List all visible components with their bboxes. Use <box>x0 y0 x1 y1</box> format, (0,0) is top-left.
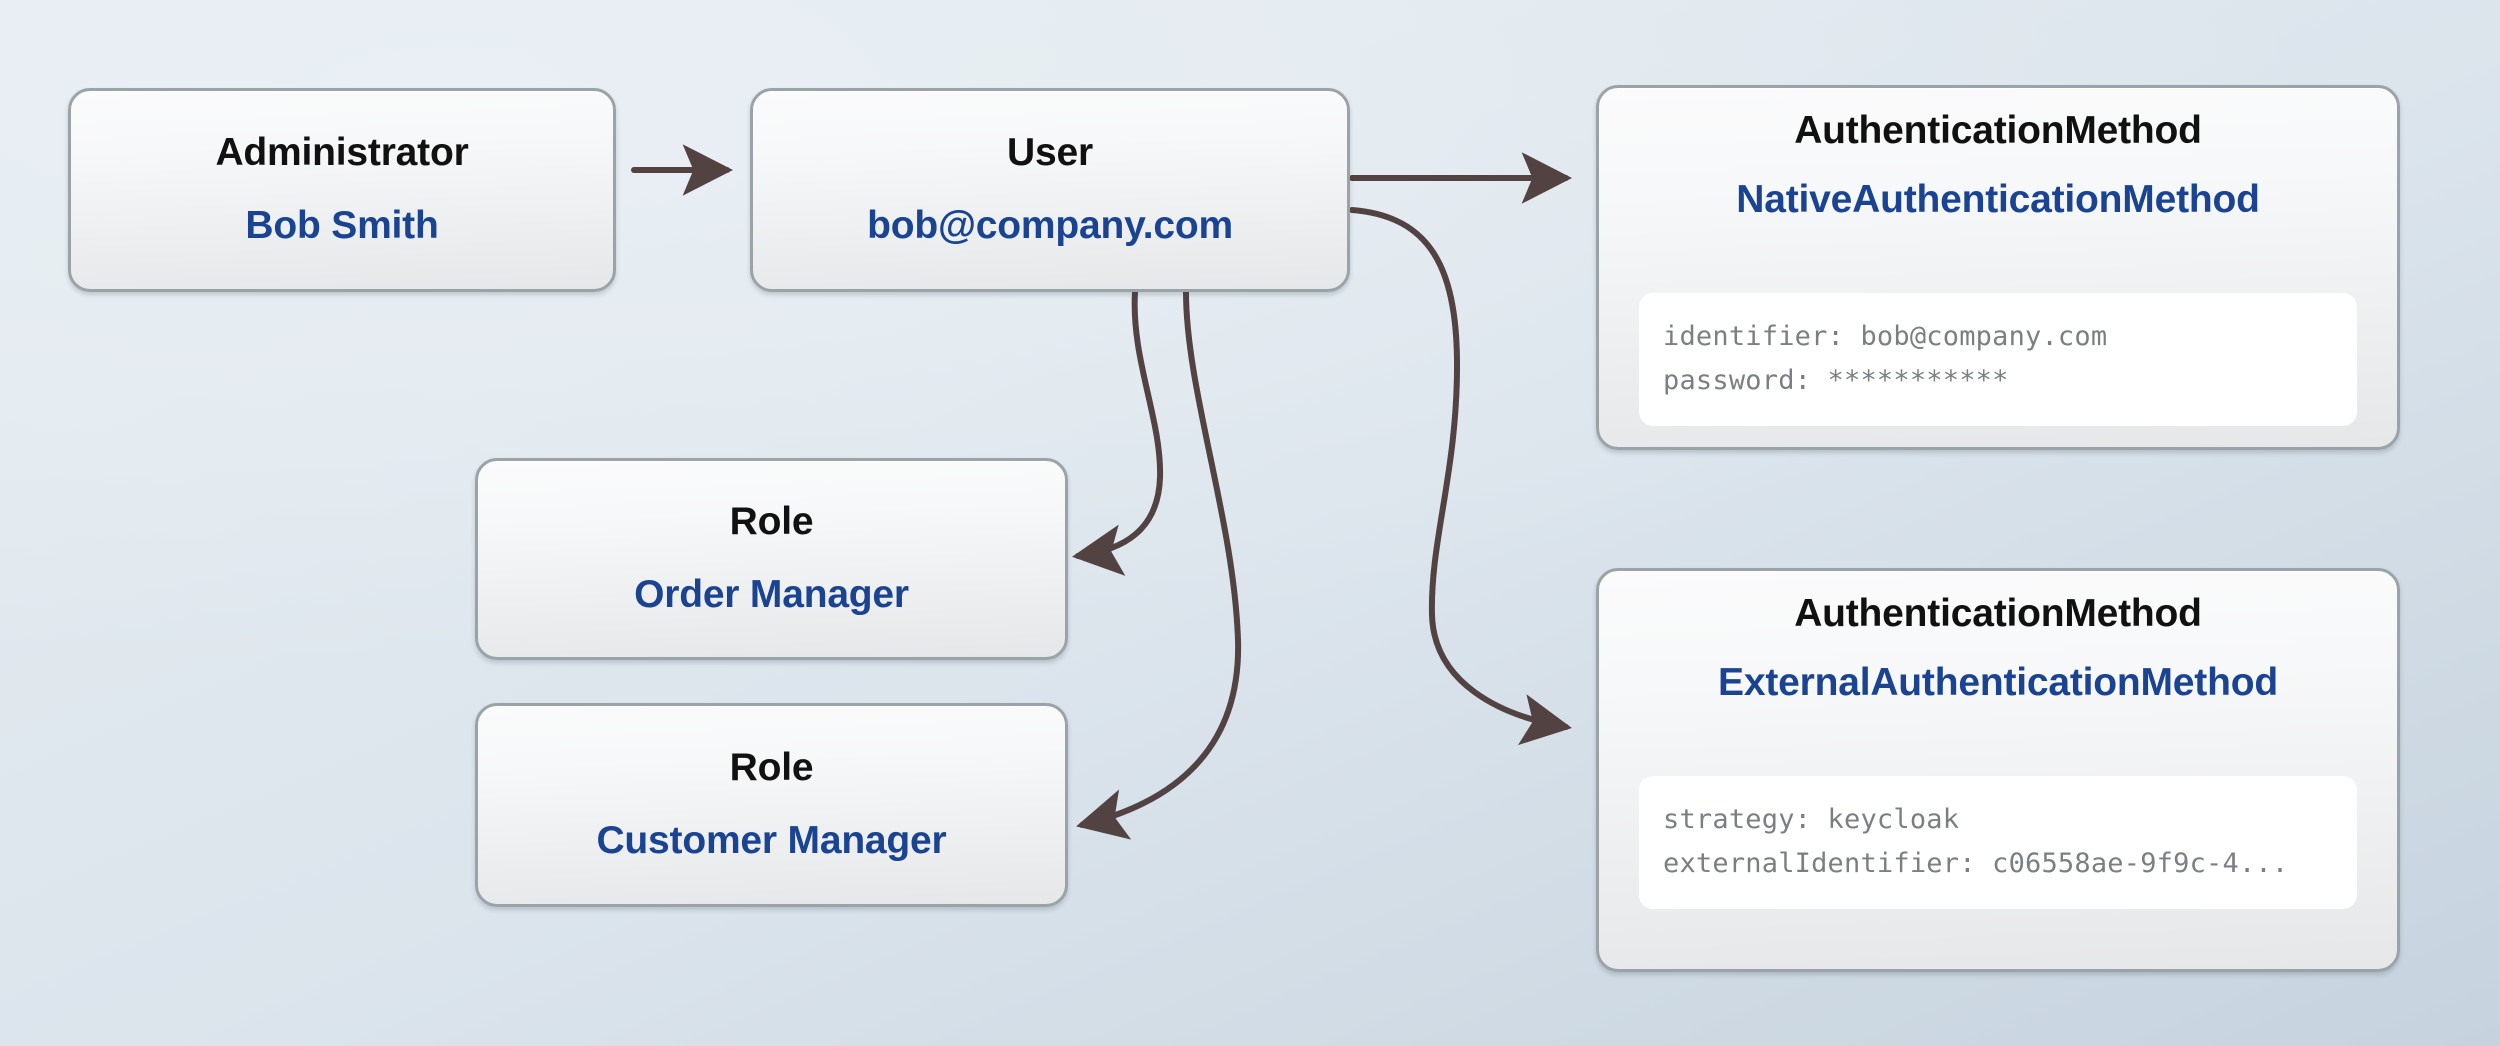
native-auth-detail-password: password: *********** <box>1663 364 2009 396</box>
role-customer-manager-value-label: Customer Manager <box>596 819 947 862</box>
role-order-manager-value-label: Order Manager <box>634 573 909 616</box>
external-auth-value-label: ExternalAuthenticationMethod <box>1718 660 2278 704</box>
external-auth-detail-strategy: strategy: keycloak <box>1663 804 1960 835</box>
native-auth-detail-panel: identifier: bob@company.com password: **… <box>1639 293 2357 427</box>
administrator-value-label: Bob Smith <box>245 204 439 247</box>
node-administrator[interactable]: Administrator Bob Smith <box>68 88 616 292</box>
edge-user-to-role-order-manager <box>1072 289 1164 576</box>
native-auth-type-label: AuthenticationMethod <box>1794 109 2202 152</box>
node-user[interactable]: User bob@company.com <box>750 88 1350 292</box>
external-auth-type-label: AuthenticationMethod <box>1794 592 2202 635</box>
external-auth-detail-external-identifier: externalIdentifier: c06558ae-9f9c-4... <box>1663 847 2289 879</box>
role-order-manager-type-label: Role <box>729 500 814 544</box>
role-customer-manager-type-label: Role <box>729 746 814 790</box>
node-role-order-manager[interactable]: Role Order Manager <box>475 458 1068 660</box>
native-auth-detail-identifier: identifier: bob@company.com <box>1663 321 2108 352</box>
user-type-label: User <box>1007 131 1093 175</box>
native-auth-value-label: NativeAuthenticationMethod <box>1736 177 2260 221</box>
edge-user-to-role-customer-manager <box>1076 289 1242 840</box>
external-auth-detail-panel: strategy: keycloak externalIdentifier: c… <box>1639 776 2357 910</box>
user-value-label: bob@company.com <box>867 204 1233 247</box>
edge-user-to-external-auth <box>1349 207 1572 746</box>
node-native-auth[interactable]: AuthenticationMethod NativeAuthenticatio… <box>1596 85 2400 450</box>
administrator-type-label: Administrator <box>215 131 469 175</box>
node-external-auth[interactable]: AuthenticationMethod ExternalAuthenticat… <box>1596 568 2400 972</box>
node-role-customer-manager[interactable]: Role Customer Manager <box>475 703 1068 907</box>
